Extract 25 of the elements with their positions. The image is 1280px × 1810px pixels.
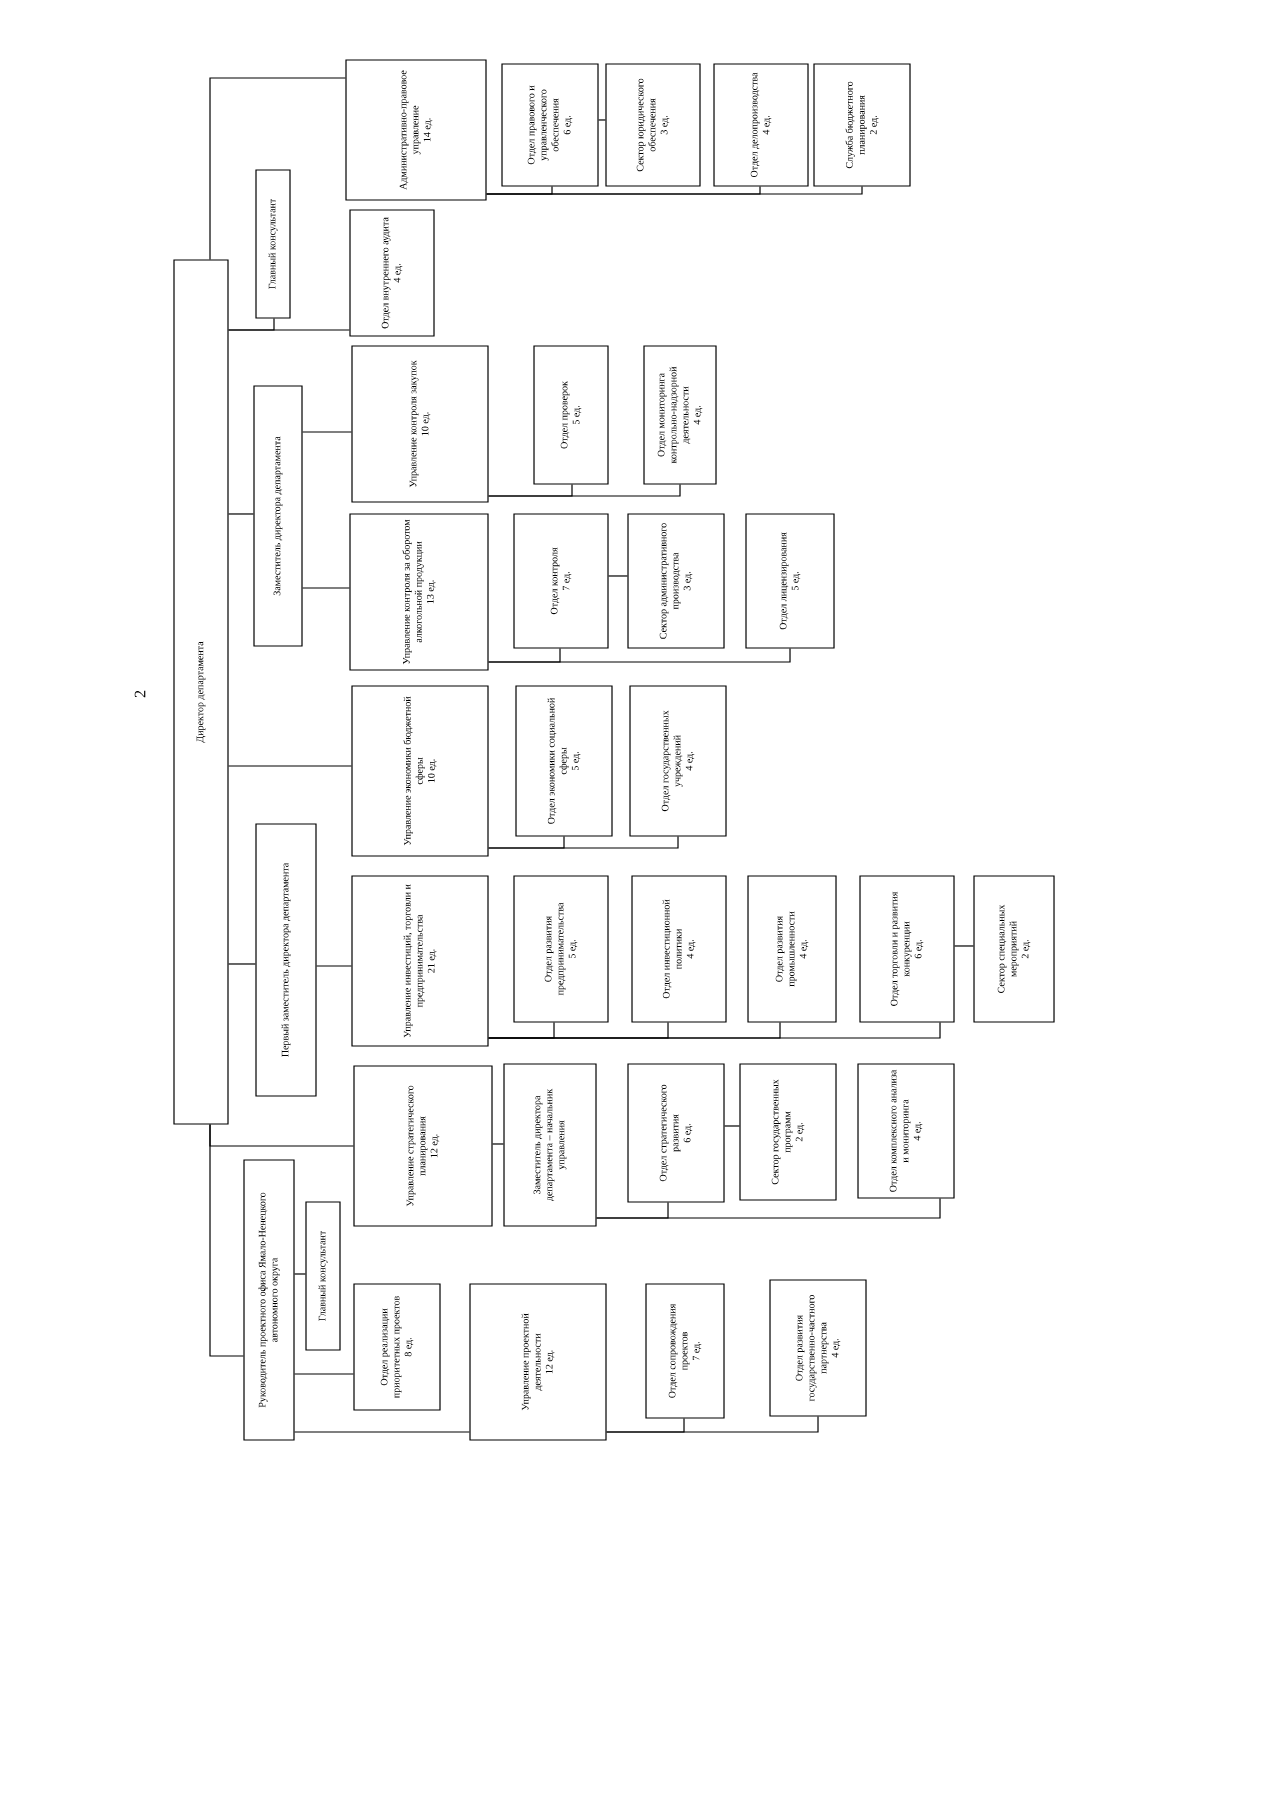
connector-line [228, 765, 352, 767]
connector-line [724, 1125, 740, 1127]
connector-line [294, 1373, 354, 1375]
connector-line [608, 575, 628, 577]
connector-line [209, 77, 346, 260]
connector-line [302, 587, 350, 589]
connector-line [209, 1124, 354, 1147]
connector-line [488, 836, 679, 849]
connector-line [228, 329, 350, 331]
connector-line [606, 1416, 819, 1433]
connector-line [488, 483, 681, 497]
connector-line [302, 431, 352, 433]
connector-line [486, 186, 863, 195]
connector-line [598, 119, 606, 121]
connector-line [488, 1022, 941, 1039]
connector-line [294, 1273, 306, 1275]
connector-line [316, 965, 352, 967]
connector-line [488, 648, 791, 663]
connector-line [954, 945, 974, 947]
connector-line [228, 513, 254, 515]
connector-line [228, 963, 256, 965]
connector-line [596, 1198, 941, 1219]
connector-line [492, 1143, 504, 1145]
page-number: 2 [134, 690, 146, 698]
connector-line [294, 1431, 470, 1433]
